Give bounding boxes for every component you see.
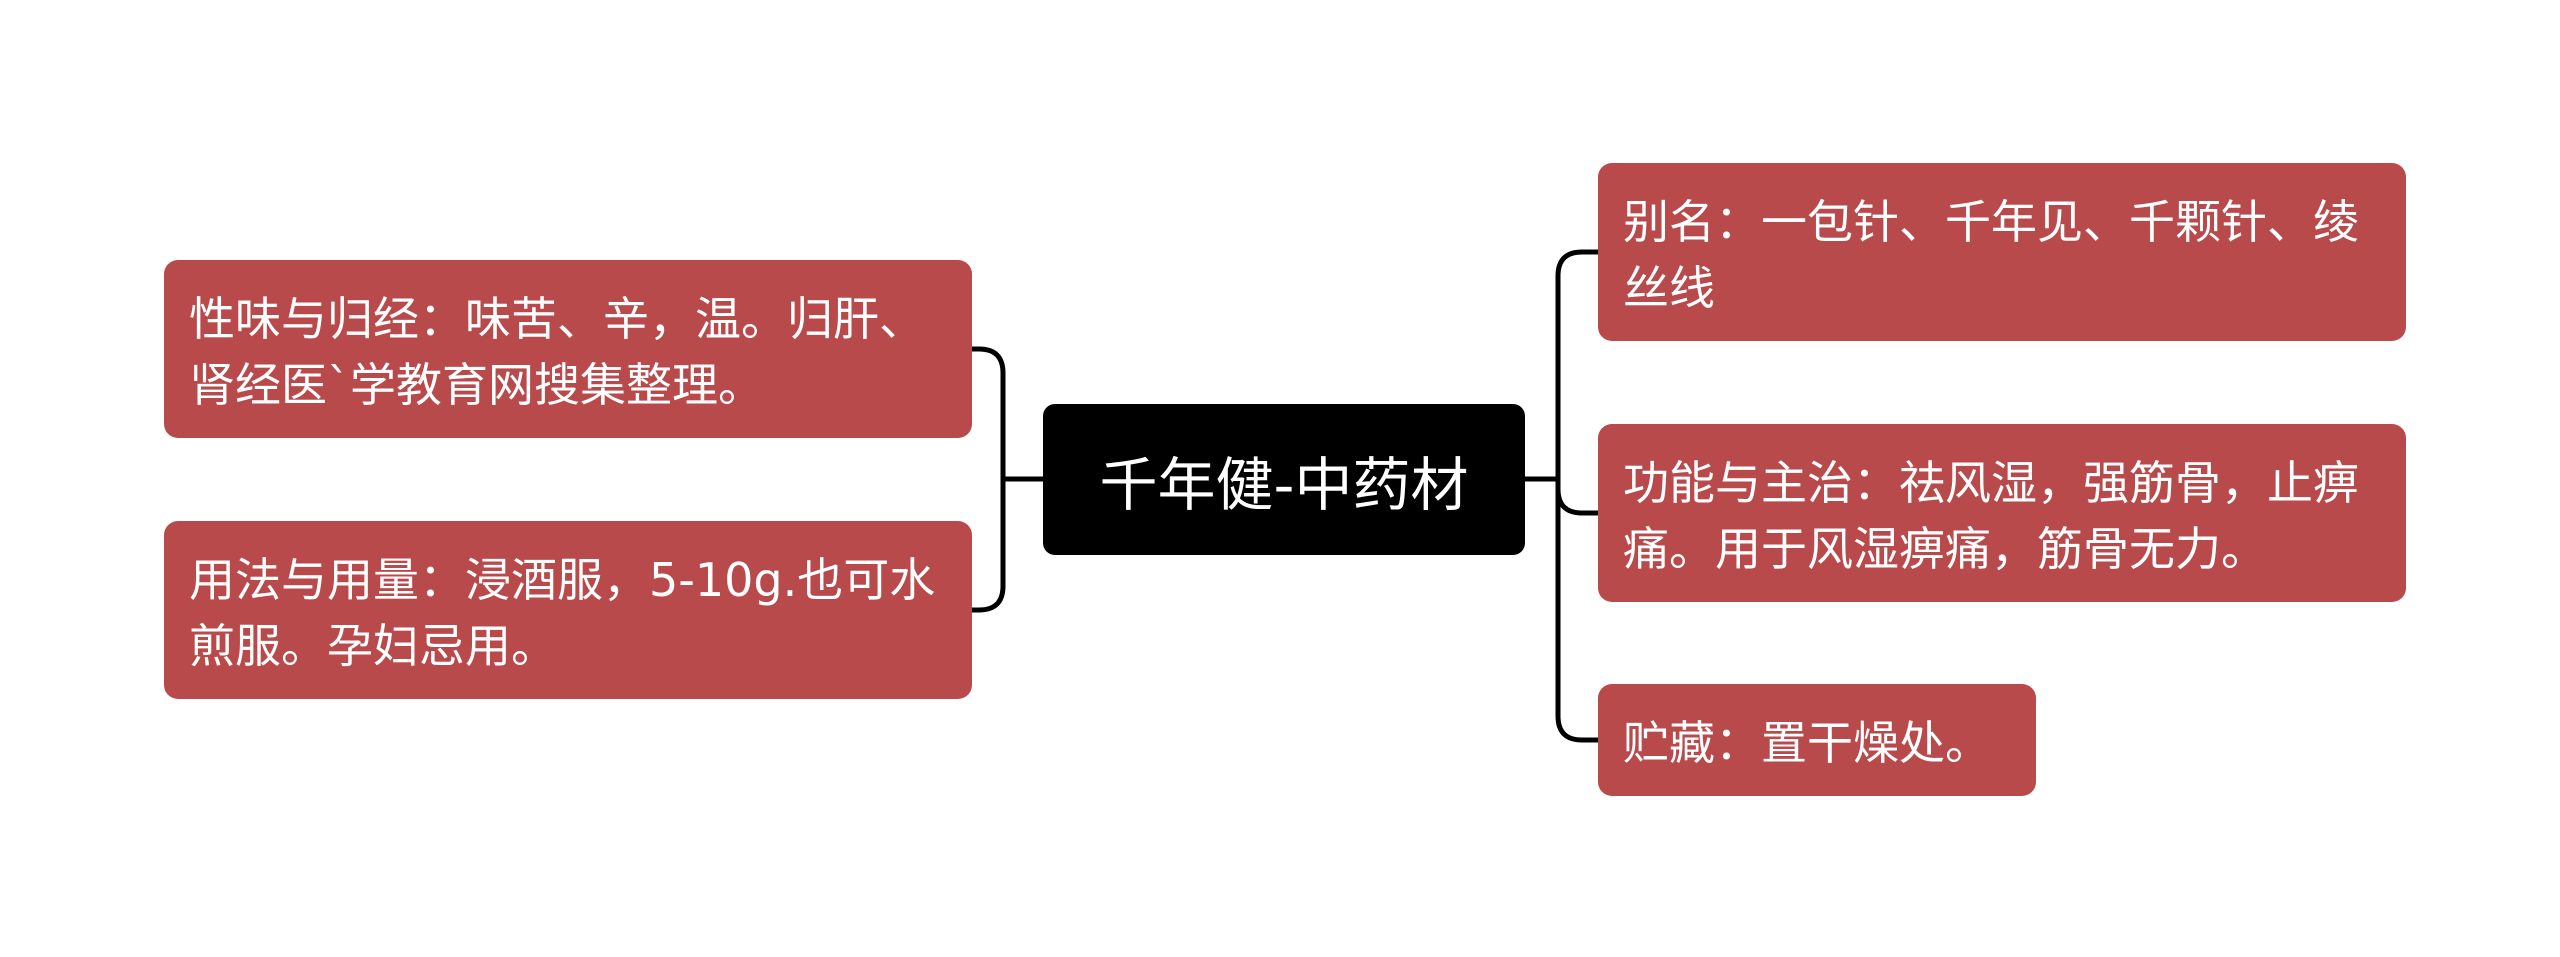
connector-right-0 — [1555, 249, 1601, 482]
topic-nature-and-meridian[interactable]: 性味与归经：味苦、辛，温。归肝、肾经医`学教育网搜集整理。 — [164, 260, 972, 438]
connector-left-1 — [969, 476, 1006, 613]
topic-label: 贮藏：置干燥处。 — [1623, 716, 1991, 770]
connector-left-0 — [969, 346, 1006, 482]
topic-label: 用法与用量：浸酒服，5-10g.也可水煎服。孕妇忌用。 — [189, 553, 936, 673]
central-topic-label: 千年健-中药材 — [1099, 450, 1469, 519]
topic-usage-and-dosage[interactable]: 用法与用量：浸酒服，5-10g.也可水煎服。孕妇忌用。 — [164, 521, 972, 699]
topic-label: 别名：一包针、千年见、千颗针、绫丝线 — [1623, 195, 2359, 315]
topic-function-and-indication[interactable]: 功能与主治：祛风湿，强筋骨，止痹痛。用于风湿痹痛，筋骨无力。 — [1598, 424, 2406, 602]
central-topic[interactable]: 千年健-中药材 — [1043, 404, 1525, 555]
connector-right-1 — [1555, 476, 1601, 516]
topic-label: 功能与主治：祛风湿，强筋骨，止痹痛。用于风湿痹痛，筋骨无力。 — [1623, 456, 2359, 576]
topic-alias[interactable]: 别名：一包针、千年见、千颗针、绫丝线 — [1598, 163, 2406, 341]
topic-label: 性味与归经：味苦、辛，温。归肝、肾经医`学教育网搜集整理。 — [189, 292, 925, 412]
connector-right-2 — [1555, 476, 1601, 743]
topic-storage[interactable]: 贮藏：置干燥处。 — [1598, 684, 2036, 796]
